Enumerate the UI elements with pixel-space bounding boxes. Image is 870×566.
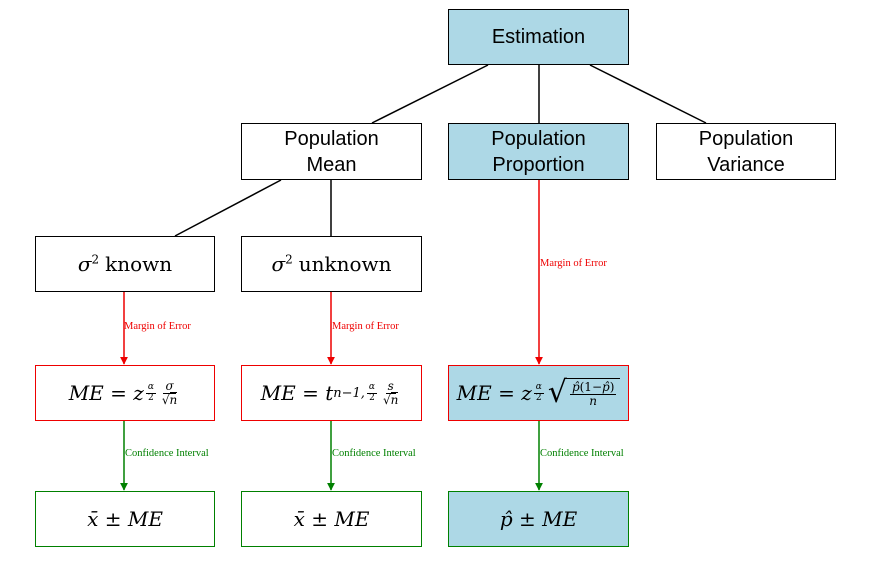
edge-estimation-mean — [371, 64, 489, 124]
ci-xbar-me-known: x̄ ± ME — [35, 491, 215, 547]
sigma-known-label: known — [105, 252, 173, 276]
node-population-proportion-line2: Proportion — [492, 153, 585, 176]
sigma-symbol: σ2 — [271, 252, 293, 276]
ci-xbar-me-unknown: x̄ ± ME — [241, 491, 422, 547]
node-estimation-label: Estimation — [491, 26, 586, 48]
sigma-symbol: σ2 — [77, 252, 100, 276]
node-estimation: Estimation — [448, 9, 629, 65]
node-population-proportion: Population Proportion — [448, 123, 629, 180]
label-confidence-interval-unknown: Confidence Interval — [332, 448, 416, 459]
node-population-mean-line2: Mean — [306, 153, 357, 176]
node-population-mean-line1: Population — [284, 127, 379, 150]
node-sigma-known: σ2 known — [35, 236, 215, 292]
label-confidence-interval-known: Confidence Interval — [125, 448, 209, 459]
label-confidence-interval-proportion: Confidence Interval — [540, 448, 624, 459]
node-sigma-unknown: σ2 unknown — [241, 236, 422, 292]
edge-estimation-variance — [589, 64, 707, 124]
node-population-mean: Population Mean — [241, 123, 422, 180]
node-population-proportion-line1: Population — [491, 127, 586, 150]
node-population-variance-line2: Variance — [707, 153, 785, 176]
edge-mean-known — [174, 179, 282, 237]
label-margin-of-error-known: Margin of Error — [124, 321, 191, 332]
node-population-variance-line1: Population — [698, 127, 794, 150]
label-margin-of-error-unknown: Margin of Error — [332, 321, 399, 332]
ci-phat-me: p̂ ± ME — [448, 491, 629, 547]
label-margin-of-error-proportion: Margin of Error — [540, 258, 607, 269]
node-population-variance: Population Variance — [656, 123, 836, 180]
sigma-unknown-label: unknown — [298, 252, 392, 276]
